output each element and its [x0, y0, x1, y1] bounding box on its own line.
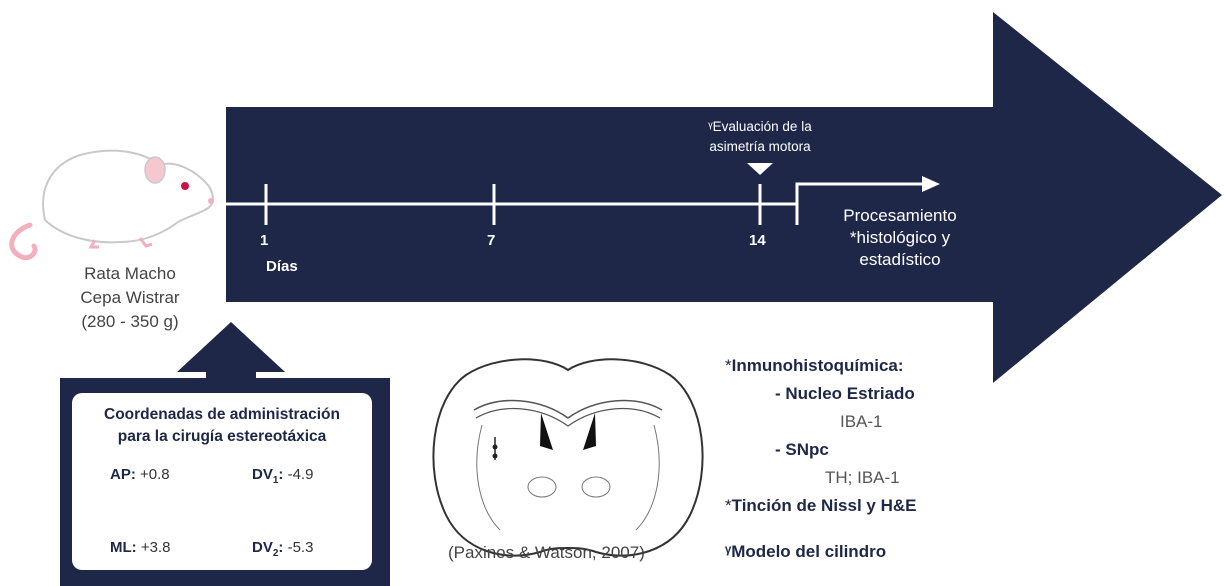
coord-dv1-value: -4.9	[288, 466, 314, 483]
rat-illustration	[12, 151, 214, 258]
rat-label-line2: Cepa Wistrar	[55, 286, 205, 310]
timeline-arrow	[226, 12, 1222, 383]
coord-dv2-value: -5.3	[288, 539, 314, 556]
cylinder-heading: ᵞModelo del cilindro	[725, 538, 1025, 566]
coord-ap-label: AP:	[110, 466, 136, 483]
snpc-marker: TH; IBA-1	[725, 464, 1025, 492]
day-7-label: 7	[487, 232, 495, 249]
snpc-heading: - SNpc	[725, 436, 1025, 464]
coord-ap: AP: +0.8	[110, 466, 170, 483]
coord-dv1: DV1: -4.9	[252, 466, 313, 486]
brain-citation: (Paxinos & Watson, 2007)	[448, 543, 645, 563]
techniques-list: *Inmunohistoquímica: - Nucleo Estriado I…	[725, 352, 1025, 566]
striatum-marker: IBA-1	[725, 408, 1025, 436]
coord-ap-value: +0.8	[140, 466, 170, 483]
coordinates-title-line1: Coordenadas de administración	[72, 404, 372, 426]
immuno-heading: *Inmunohistoquímica:	[725, 352, 1025, 380]
days-caption: Días	[266, 258, 298, 275]
coord-dv2-label: DV2:	[252, 539, 283, 556]
day-1-label: 1	[260, 232, 268, 249]
coordinates-box: Coordenadas de administración para la ci…	[72, 393, 372, 570]
day-14-label: 14	[749, 232, 766, 249]
brain-section-illustration	[433, 359, 702, 555]
evaluation-note-line2: asimetría motora	[680, 137, 840, 157]
coordinates-title-line2: para la cirugía estereotáxica	[72, 426, 372, 448]
striatum-heading: - Nucleo Estriado	[725, 380, 1025, 408]
coord-dv2: DV2: -5.3	[252, 539, 313, 559]
rat-label: Rata Macho Cepa Wistrar (280 - 350 g)	[55, 262, 205, 334]
evaluation-note-line1: ᵞEvaluación de la	[680, 117, 840, 137]
coordinates-title: Coordenadas de administración para la ci…	[72, 404, 372, 448]
processing-line3: estadístico	[815, 249, 985, 271]
rat-label-line1: Rata Macho	[55, 262, 205, 286]
rat-label-line3: (280 - 350 g)	[55, 310, 205, 334]
processing-label: Procesamiento *histológico y estadístico	[815, 205, 985, 271]
coord-dv1-label: DV1:	[252, 466, 283, 483]
coord-ml-label: ML:	[110, 539, 137, 556]
nissl-heading: *Tinción de Nissl y H&E	[725, 492, 1025, 520]
processing-line2: *histológico y	[815, 227, 985, 249]
evaluation-note: ᵞEvaluación de la asimetría motora	[680, 117, 840, 157]
coord-ml-value: +3.8	[141, 539, 171, 556]
coord-ml: ML: +3.8	[110, 539, 170, 556]
processing-line1: Procesamiento	[815, 205, 985, 227]
